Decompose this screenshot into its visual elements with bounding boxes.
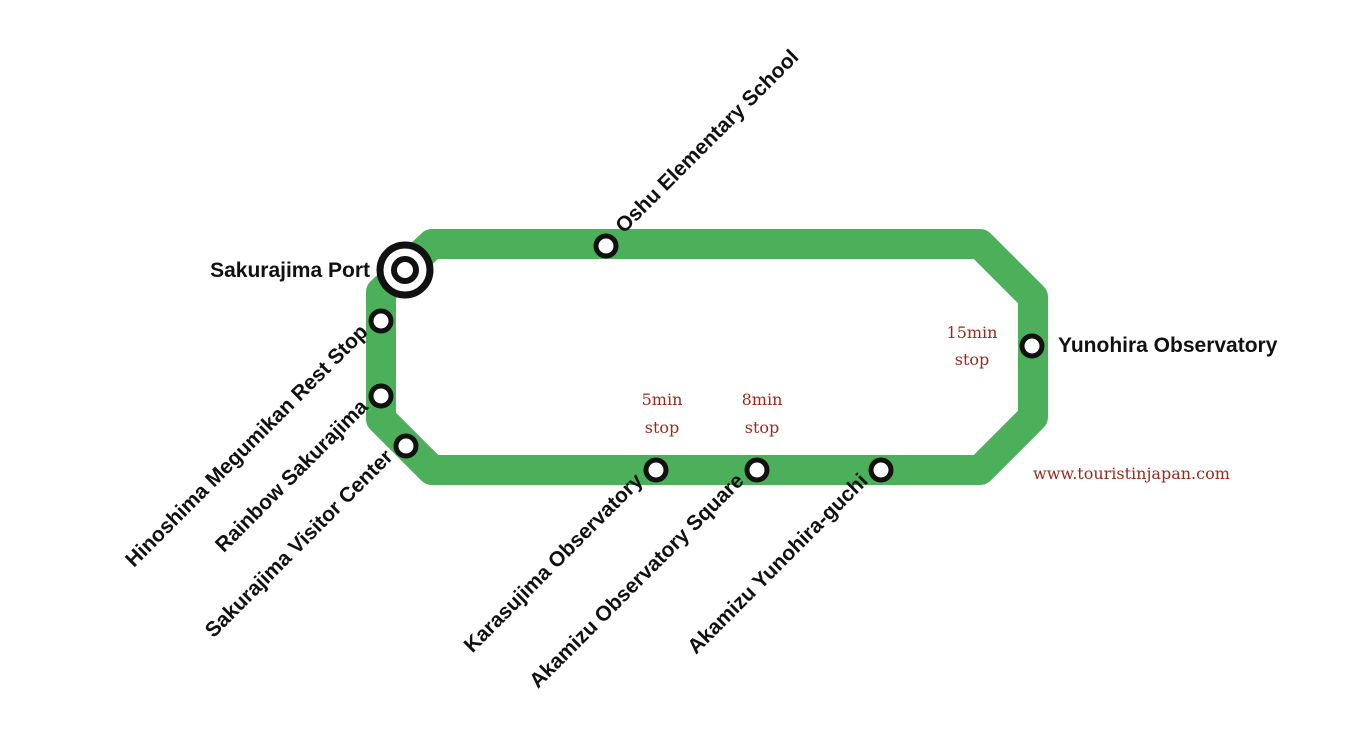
- website-link[interactable]: www.touristinjapan.com: [1033, 464, 1230, 483]
- route-line: [366, 229, 1048, 485]
- note-line: 5min: [642, 390, 683, 409]
- station-oshu-elementary-school[interactable]: Oshu Elementary School: [593, 46, 803, 259]
- note-akamizu-square-stop-time: 8min stop: [742, 390, 783, 437]
- station-marker: [643, 457, 669, 483]
- note-line: stop: [955, 350, 990, 369]
- station-akamizu-observatory-square[interactable]: Akamizu Observatory Square: [525, 457, 770, 693]
- note-yunohira-stop-time: 15min stop: [947, 323, 998, 369]
- station-marker: [368, 383, 394, 409]
- station-label: Yunohira Observatory: [1058, 334, 1278, 357]
- station-label: Karasujima Observatory: [460, 469, 648, 657]
- note-line: stop: [645, 418, 680, 437]
- station-karasujima-observatory[interactable]: Karasujima Observatory: [460, 457, 669, 657]
- station-label: Oshu Elementary School: [611, 46, 803, 238]
- station-marker: [868, 457, 894, 483]
- note-line: 8min: [742, 390, 783, 409]
- station-label: Akamizu Observatory Square: [525, 469, 748, 692]
- terminal-station-inner-ring: [391, 256, 419, 284]
- station-yunohira-observatory[interactable]: Yunohira Observatory: [1019, 333, 1278, 359]
- station-marker: [593, 233, 619, 259]
- station-marker: [393, 433, 419, 459]
- station-sakurajima-port[interactable]: Sakurajima Port: [210, 241, 434, 299]
- station-label: Sakurajima Port: [210, 259, 370, 282]
- station-label: Rainbow Sakurajima: [211, 395, 373, 557]
- station-marker: [744, 457, 770, 483]
- station-marker: [1019, 333, 1045, 359]
- note-line: 15min: [947, 323, 998, 342]
- station-hinoshima-megumikan-rest-stop[interactable]: Hinoshima Megumikan Rest Stop: [121, 308, 394, 572]
- note-karasujima-stop-time: 5min stop: [642, 390, 683, 437]
- note-line: stop: [745, 418, 780, 437]
- station-marker: [368, 308, 394, 334]
